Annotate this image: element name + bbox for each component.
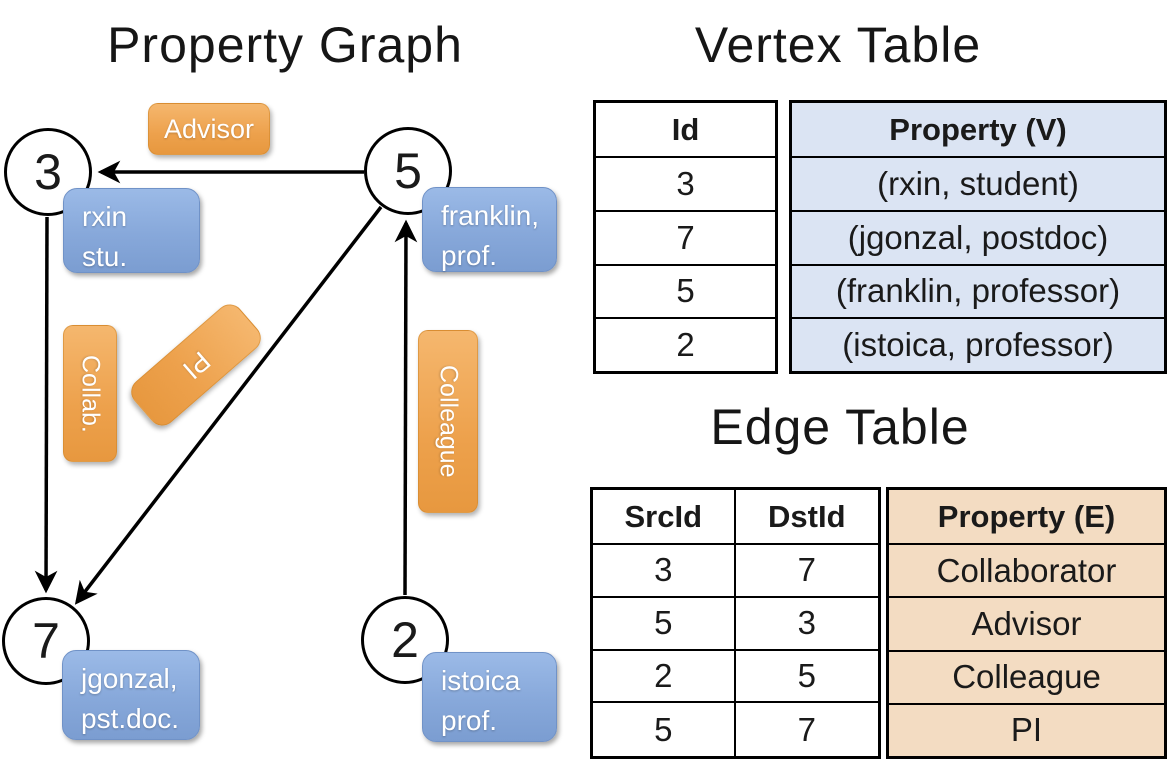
- graph-node-3: 3: [4, 128, 92, 216]
- vertex-table-cell: 7: [596, 212, 775, 266]
- vertex-card-franklin: franklin, prof.: [422, 187, 557, 272]
- edge-table-cell: Colleague: [889, 651, 1164, 705]
- vertex-table-header-property: Property (V): [792, 103, 1164, 158]
- edge-table-src-dst-columns: SrcId 3 5 2 5 DstId 7 3 5 7: [590, 487, 881, 759]
- vertex-table-header-id: Id: [596, 103, 775, 158]
- vertex-table-cell: 5: [596, 266, 775, 320]
- edge-table-cell: 3: [735, 598, 878, 651]
- vertex-card-jgonzal: jgonzal, pst.doc.: [62, 650, 200, 740]
- edge-table-cell: 2: [593, 650, 736, 704]
- edge-table-cell: PI: [889, 704, 1164, 756]
- vertex-table-cell: (istoica, professor): [792, 319, 1164, 371]
- vertex-card-line2: prof.: [441, 240, 498, 271]
- vertex-card-line1: rxin: [82, 201, 128, 232]
- vertex-table-cell: 3: [596, 158, 775, 212]
- edge-3-to-7-collab: [34, 216, 58, 594]
- vertex-card-line2: prof.: [441, 705, 498, 736]
- vertex-card-istoica: istoica prof.: [422, 652, 557, 742]
- edge-table-cell: 5: [593, 597, 736, 651]
- edge-table-cell: Advisor: [889, 598, 1164, 652]
- vertex-table-title: Vertex Table: [694, 17, 982, 73]
- vertex-table-cell: (jgonzal, postdoc): [792, 211, 1164, 266]
- vertex-table-cell: (franklin, professor): [792, 265, 1164, 320]
- edge-table-title: Edge Table: [710, 399, 970, 455]
- edge-table-property-column: Property (E) Collaborator Advisor Collea…: [886, 487, 1167, 759]
- edge-table-cell: 7: [735, 545, 878, 598]
- edge-label-collab: Collab.: [63, 325, 117, 462]
- edge-table-cell: 5: [593, 703, 736, 756]
- vertex-card-line1: jgonzal,: [81, 663, 178, 694]
- edge-label-pi: PI: [125, 298, 267, 432]
- edge-label-advisor: Advisor: [148, 103, 270, 155]
- graph-node-5: 5: [364, 127, 452, 215]
- edge-table-cell: 3: [593, 545, 736, 598]
- edge-table-cell: 7: [797, 710, 816, 748]
- vertex-table-cell: 2: [676, 326, 695, 364]
- vertex-card-line2: stu.: [82, 241, 128, 272]
- vertex-card-line1: istoica: [441, 665, 521, 696]
- vertex-card-rxin: rxin stu.: [63, 188, 200, 273]
- edge-label-colleague: Colleague: [418, 330, 478, 513]
- edge-table-cell: Collaborator: [889, 545, 1164, 599]
- edge-table-header-property: Property (E): [889, 490, 1164, 545]
- edge-table-cell: 5: [735, 651, 878, 704]
- vertex-card-line1: franklin,: [441, 200, 540, 231]
- vertex-card-line2: pst.doc.: [81, 703, 180, 734]
- edge-table-header-dstid: DstId: [735, 490, 878, 545]
- property-graph-title: Property Graph: [107, 17, 463, 73]
- edge-table-header-srcid: SrcId: [593, 490, 736, 545]
- vertex-table-property-column: Property (V) (rxin, student) (jgonzal, p…: [789, 100, 1167, 374]
- edge-2-to-5-colleague: [394, 219, 418, 596]
- vertex-table-cell: (rxin, student): [792, 158, 1164, 212]
- vertex-table-id-column: Id 3 7 5 2: [593, 100, 778, 374]
